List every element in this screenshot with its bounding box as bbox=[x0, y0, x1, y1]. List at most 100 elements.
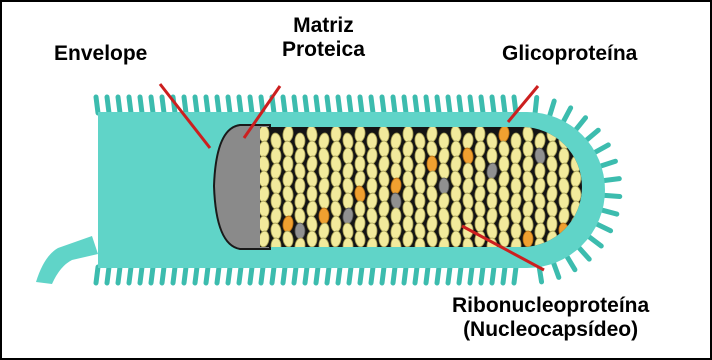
glycoprotein-spike bbox=[305, 267, 307, 283]
rnp-subunit bbox=[439, 223, 449, 239]
glycoprotein-spike bbox=[575, 118, 586, 131]
rnp-subunit bbox=[403, 216, 413, 232]
glycoprotein-spike bbox=[593, 145, 608, 153]
glycoprotein-spike bbox=[563, 108, 571, 123]
rnp-subunit bbox=[307, 186, 317, 202]
rnp-subunit bbox=[391, 208, 401, 224]
rnp-subunit bbox=[403, 126, 413, 142]
glycoprotein-spike bbox=[393, 97, 395, 113]
glycoprotein-spike bbox=[250, 97, 252, 113]
rnp-subunit bbox=[331, 216, 341, 232]
glycoprotein-spike bbox=[140, 97, 142, 113]
glycoprotein-spike bbox=[129, 97, 131, 113]
glycoprotein-spike bbox=[107, 97, 109, 113]
rnp-subunit bbox=[499, 156, 509, 172]
glycoprotein-spike bbox=[206, 267, 208, 283]
label-ribonucleoprotein: Ribonucleoproteína (Nucleocapsídeo) bbox=[452, 294, 649, 342]
rnp-subunit bbox=[463, 163, 473, 179]
glycoprotein-spike bbox=[107, 267, 109, 283]
rnp-subunit bbox=[535, 163, 545, 179]
glycoprotein-spike bbox=[250, 267, 252, 283]
rnp-orange-particle bbox=[319, 208, 329, 224]
glycoprotein-spike bbox=[360, 97, 362, 113]
rnp-subunit bbox=[475, 171, 485, 187]
rnp-subunit bbox=[511, 178, 521, 194]
rnp-subunit bbox=[343, 148, 353, 164]
glycoprotein-spike bbox=[217, 267, 219, 283]
rnp-gray-particle bbox=[295, 223, 305, 239]
glycoprotein-spike bbox=[349, 267, 351, 283]
rnp-subunit bbox=[343, 193, 353, 209]
glycoprotein-spike bbox=[603, 195, 620, 196]
glycoprotein-spike bbox=[448, 267, 450, 283]
rnp-subunit bbox=[259, 126, 269, 142]
rnp-subunit bbox=[259, 171, 269, 187]
rnp-subunit bbox=[367, 178, 377, 194]
glycoprotein-spike bbox=[140, 267, 142, 283]
rnp-subunit bbox=[463, 208, 473, 224]
rnp-subunit bbox=[379, 186, 389, 202]
rnp-subunit bbox=[331, 126, 341, 142]
rnp-subunit bbox=[295, 178, 305, 194]
rnp-subunit bbox=[259, 216, 269, 232]
glycoprotein-spike bbox=[492, 267, 494, 283]
glycoprotein-spike bbox=[239, 267, 241, 283]
glycoprotein-spike bbox=[338, 267, 340, 283]
glycoprotein-spike bbox=[415, 97, 417, 113]
glycoprotein-spike bbox=[195, 97, 197, 113]
glycoprotein-spike bbox=[459, 267, 461, 283]
rnp-subunit bbox=[319, 163, 329, 179]
glycoprotein-spike bbox=[206, 97, 208, 113]
envelope-tail bbox=[36, 236, 98, 284]
glycoprotein-spike bbox=[426, 267, 428, 283]
glycoprotein-spike bbox=[327, 97, 329, 113]
glycoprotein-spike bbox=[283, 267, 285, 283]
rnp-subunit bbox=[559, 193, 569, 209]
rnp-subunit bbox=[271, 193, 281, 209]
glycoprotein-spike bbox=[514, 267, 516, 283]
glycoprotein-spike bbox=[599, 161, 615, 166]
rnp-subunit bbox=[499, 201, 509, 217]
glycoprotein-spike bbox=[553, 261, 559, 277]
glycoprotein-spike bbox=[459, 97, 461, 113]
glycoprotein-spike bbox=[349, 97, 351, 113]
glycoprotein-spike bbox=[195, 267, 197, 283]
glycoprotein-spike bbox=[294, 97, 296, 113]
glycoprotein-spike bbox=[96, 97, 98, 113]
glycoprotein-spike bbox=[305, 97, 307, 113]
glycoprotein-spike bbox=[585, 130, 598, 141]
glycoprotein-spike bbox=[129, 267, 131, 283]
rnp-gray-particle bbox=[439, 178, 449, 194]
glycoprotein-spike bbox=[338, 97, 340, 113]
rnp-subunit bbox=[511, 223, 521, 239]
rnp-subunit bbox=[523, 186, 533, 202]
rnp-subunit bbox=[283, 201, 293, 217]
rnp-orange-particle bbox=[427, 156, 437, 172]
glycoprotein-spike bbox=[327, 267, 329, 283]
glycoprotein-spike bbox=[470, 267, 472, 283]
rnp-subunit bbox=[439, 133, 449, 149]
glycoprotein-spike bbox=[228, 97, 230, 113]
rnp-orange-particle bbox=[523, 231, 533, 247]
glycoprotein-spike bbox=[217, 97, 219, 113]
glycoprotein-spike bbox=[151, 267, 153, 283]
rnp-subunit bbox=[415, 148, 425, 164]
glycoprotein-spike bbox=[118, 267, 120, 283]
glycoprotein-spike bbox=[272, 267, 274, 283]
rnp-subunit bbox=[403, 171, 413, 187]
glycoprotein-spike bbox=[470, 97, 472, 113]
rnp-subunit bbox=[391, 163, 401, 179]
rnp-subunit bbox=[331, 171, 341, 187]
glycoprotein-spike bbox=[566, 255, 575, 270]
rnp-subunit bbox=[283, 156, 293, 172]
rnp-subunit bbox=[547, 216, 557, 232]
rnp-subunit bbox=[487, 193, 497, 209]
glycoprotein-spike bbox=[578, 246, 589, 259]
glycoprotein-spike bbox=[595, 223, 610, 230]
rnp-subunit bbox=[307, 231, 317, 247]
glycoprotein-spike bbox=[382, 97, 384, 113]
rnp-subunit bbox=[355, 156, 365, 172]
glycoprotein-spike bbox=[382, 267, 384, 283]
glycoprotein-spike bbox=[316, 97, 318, 113]
rnp-subunit bbox=[367, 223, 377, 239]
